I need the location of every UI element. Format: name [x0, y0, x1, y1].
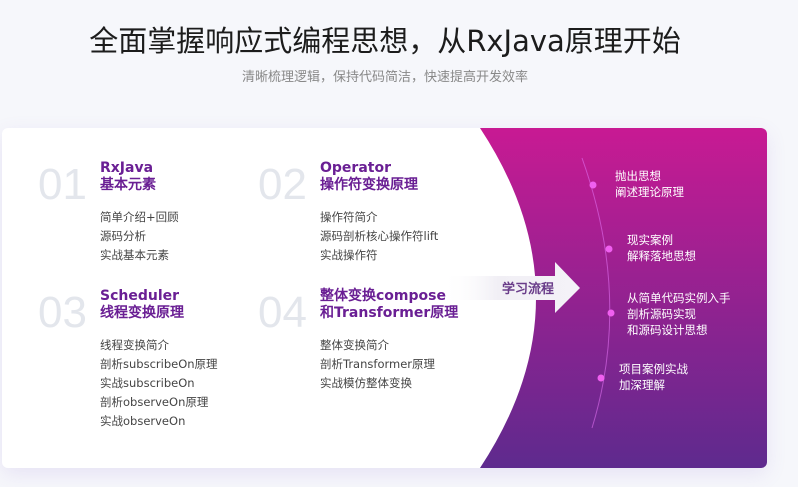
arrow-shape	[442, 262, 580, 313]
flow-step-2: 现实案例解释落地思想	[627, 233, 696, 263]
timeline-dot	[605, 245, 613, 253]
timeline-dot	[597, 374, 605, 382]
timeline-dot	[607, 309, 615, 317]
flow-step-4: 项目案例实战加深理解	[619, 362, 688, 392]
flow-step-1: 抛出思想阐述理论原理	[615, 169, 684, 199]
section-items: 简单介绍+回顾源码分析实战基本元素	[100, 210, 179, 262]
section-number: 03	[38, 288, 87, 337]
section-number: 02	[258, 160, 307, 209]
flow-step-3: 从简单代码实例入手剖析源码实现和源码设计思想	[627, 291, 731, 337]
section-number: 01	[38, 160, 87, 209]
page-title: 全面掌握响应式编程思想，从RxJava原理开始	[89, 24, 681, 58]
section-number: 04	[258, 288, 307, 337]
timeline-dot	[589, 181, 597, 189]
flow-panel-background	[442, 128, 767, 468]
page-subtitle: 清晰梳理逻辑，保持代码简洁，快速提高开发效率	[241, 70, 528, 85]
section-items: 整体变换简介剖析Transformer原理实战模仿整体变换	[320, 338, 436, 390]
learning-flow-label: 学习流程	[502, 282, 555, 297]
